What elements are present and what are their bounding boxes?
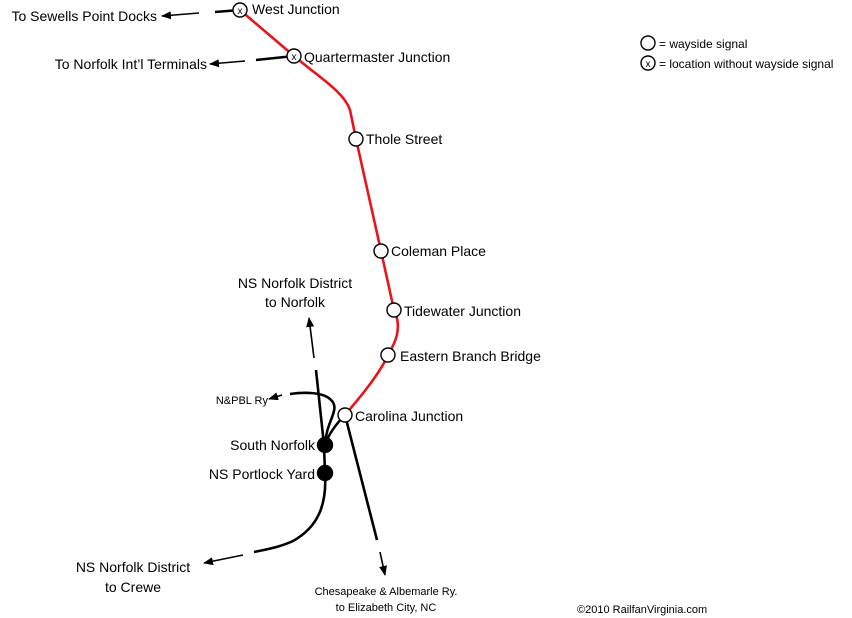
station-labels: West Junction Quartermaster Junction Tho… (209, 1, 541, 482)
chesapeake-albemarle-arrow (379, 551, 387, 576)
west-junction-marker: x (232, 2, 248, 18)
label-npbl-ry: N&PBL Ry (216, 395, 269, 407)
south-norfolk-yard-dot (316, 436, 334, 454)
sewells-point-arrow (161, 11, 200, 20)
x-mark: x (646, 59, 651, 70)
copyright-notice: ©2010 RailfanVirginia.com (577, 604, 707, 616)
thole-street-signal (348, 131, 364, 147)
legend-no-signal-symbol: x (640, 55, 656, 71)
label-carolina-junction: Carolina Junction (355, 408, 463, 424)
legend-wayside-signal-symbol (640, 35, 656, 51)
norfolk-terminals-arrow (209, 59, 246, 68)
label-ns-norfolk-district-north-1: NS Norfolk District (238, 275, 352, 291)
label-ns-norfolk-district-crewe-2: to Crewe (105, 579, 161, 595)
npbl-arrow (268, 392, 283, 401)
x-mark: x (292, 52, 297, 63)
label-to-sewells-point-docks: To Sewells Point Docks (11, 8, 157, 24)
label-south-norfolk: South Norfolk (230, 437, 316, 453)
label-ns-portlock-yard: NS Portlock Yard (209, 466, 315, 482)
ns-norfolk-district-crewe-arrow (203, 554, 244, 566)
label-eastern-branch-bridge: Eastern Branch Bridge (400, 348, 541, 364)
legend-wayside-signal-text: = wayside signal (659, 37, 747, 51)
carolina-junction-signal (337, 407, 353, 423)
label-ns-norfolk-district-crewe-1: NS Norfolk District (76, 559, 190, 575)
ns-norfolk-district-crewe-line (253, 472, 327, 554)
main-line-red (239, 9, 400, 416)
label-tidewater-junction: Tidewater Junction (404, 303, 521, 319)
npbl-line (289, 391, 336, 446)
label-to-norfolk-intl-terminals: To Norfolk Int’l Terminals (55, 56, 207, 72)
tidewater-junction-signal (386, 302, 402, 318)
destination-labels: To Sewells Point Docks To Norfolk Int’l … (11, 8, 457, 614)
label-chesapeake-albemarle-1: Chesapeake & Albemarle Ry. (315, 586, 458, 598)
legend-no-signal-text: = location without wayside signal (659, 57, 833, 71)
label-west-junction: West Junction (252, 1, 340, 17)
chesapeake-albemarle-line (343, 414, 379, 541)
ns-norfolk-district-north-arrow (306, 317, 315, 359)
ns-norfolk-district-north-line (314, 369, 327, 474)
quartermaster-junction-marker: x (286, 48, 302, 64)
label-chesapeake-albemarle-2: to Elizabeth City, NC (336, 602, 437, 614)
label-ns-norfolk-district-north-2: to Norfolk (265, 294, 326, 310)
coleman-place-signal (373, 243, 389, 259)
signals: x x (232, 2, 402, 482)
legend: = wayside signal x = location without wa… (640, 35, 833, 71)
label-coleman-place: Coleman Place (391, 243, 486, 259)
eastern-branch-bridge-signal (380, 347, 396, 363)
ns-portlock-yard-dot (316, 464, 334, 482)
x-mark: x (238, 6, 243, 17)
label-quartermaster-junction: Quartermaster Junction (304, 49, 450, 65)
ns-and-connecting-lines (161, 8, 387, 576)
label-thole-street: Thole Street (366, 131, 442, 147)
